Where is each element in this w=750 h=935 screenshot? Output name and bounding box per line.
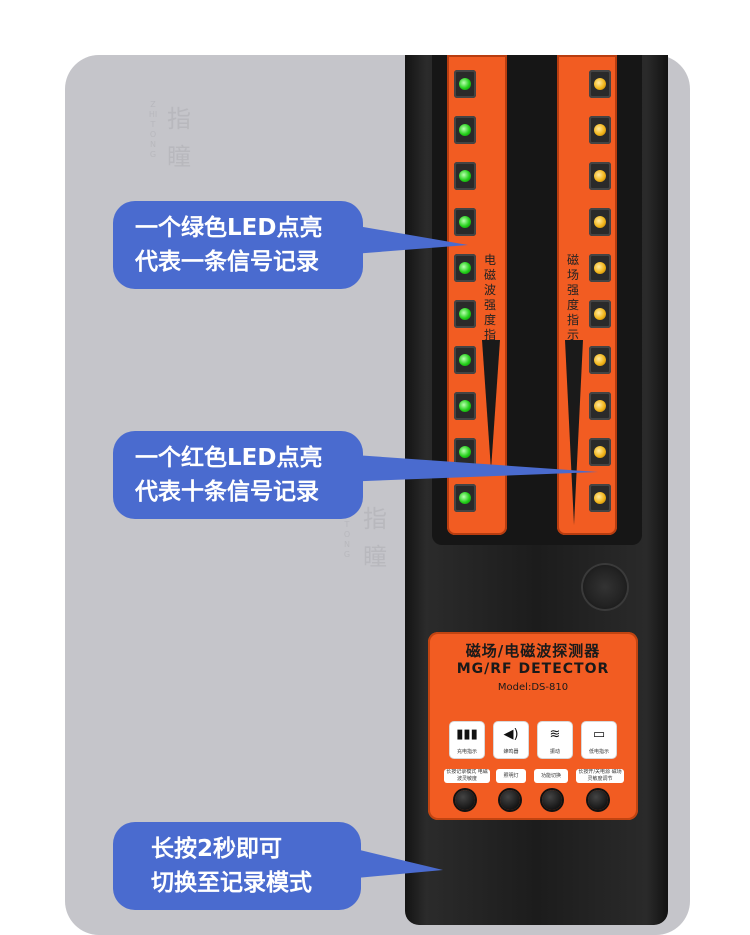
- yellow-led: [589, 392, 611, 420]
- green-led: [454, 484, 476, 512]
- yellow-led: [589, 346, 611, 374]
- light-tag: 照明灯: [496, 769, 526, 783]
- green-led-light: [459, 78, 471, 90]
- device-title-cn: 磁场/电磁波探测器: [465, 642, 601, 660]
- yellow-led: [589, 438, 611, 466]
- red-callout-line2: 代表十条信号记录: [135, 479, 319, 505]
- yellow-led-light: [594, 170, 606, 182]
- hold-callout: 长按2秒即可 切换至记录模式: [113, 822, 361, 910]
- vibrate-indicator: ≋ 振动: [538, 722, 572, 758]
- yellow-led-light: [594, 124, 606, 136]
- yellow-led: [589, 116, 611, 144]
- yellow-led-light: [594, 446, 606, 458]
- green-led: [454, 438, 476, 466]
- vibrate-icon: ≋: [549, 727, 561, 742]
- yellow-led-light: [594, 492, 606, 504]
- function-switch-tag: 功能切换: [534, 769, 568, 783]
- charge-indicator: ▮▮▮ 充电指示: [450, 722, 484, 758]
- record-mode-tag: 长按记录模式 电磁波灵敏度: [444, 769, 490, 783]
- buzzer-grille: [583, 565, 627, 609]
- yellow-led: [589, 484, 611, 512]
- yellow-led-light: [594, 216, 606, 228]
- green-callout-line1: 一个绿色LED点亮: [135, 215, 323, 241]
- light-button[interactable]: [500, 790, 520, 810]
- hold-callout-line1: 长按2秒即可: [151, 836, 283, 862]
- low-battery-indicator-label: 低电指示: [588, 749, 609, 755]
- yellow-led: [589, 162, 611, 190]
- green-led: [454, 346, 476, 374]
- green-callout-pointer: [340, 223, 468, 255]
- green-led-light: [459, 308, 471, 320]
- green-led-light: [459, 124, 471, 136]
- green-led-light: [459, 262, 471, 274]
- control-panel: 磁场/电磁波探测器 MG/RF DETECTOR Model:DS-810 ▮▮…: [428, 632, 638, 820]
- green-led: [454, 300, 476, 328]
- green-led-light: [459, 446, 471, 458]
- mg-strength-label: 磁场强度指示: [566, 253, 579, 342]
- hold-callout-line2: 切换至记录模式: [151, 870, 312, 896]
- yellow-led: [589, 208, 611, 236]
- yellow-led-light: [594, 262, 606, 274]
- green-led-light: [459, 492, 471, 504]
- low-battery-indicator: ▭ 低电指示: [582, 722, 616, 758]
- yellow-led-light: [594, 354, 606, 366]
- yellow-led: [589, 300, 611, 328]
- battery-low-icon: ▭: [592, 727, 606, 742]
- green-led-light: [459, 400, 471, 412]
- green-led: [454, 254, 476, 282]
- green-led-callout: 一个绿色LED点亮 代表一条信号记录: [113, 201, 363, 289]
- yellow-led: [589, 70, 611, 98]
- yellow-led-light: [594, 400, 606, 412]
- mg-strength-wedge: [565, 340, 583, 525]
- yellow-led: [589, 254, 611, 282]
- hold-callout-pointer: [335, 844, 443, 880]
- buzzer-indicator: ◀) 蜂鸣器: [494, 722, 528, 758]
- red-callout-pointer: [340, 454, 598, 482]
- watermark-middle: 指瞳: [360, 500, 390, 576]
- watermark-text: 指瞳: [363, 505, 387, 571]
- green-led: [454, 208, 476, 236]
- green-led: [454, 70, 476, 98]
- green-led: [454, 116, 476, 144]
- green-led-light: [459, 216, 471, 228]
- green-led-light: [459, 354, 471, 366]
- red-led-callout: 一个红色LED点亮 代表十条信号记录: [113, 431, 363, 519]
- watermark-text: 指瞳: [167, 105, 191, 171]
- red-callout-line1: 一个红色LED点亮: [135, 445, 323, 471]
- function-switch-button[interactable]: [542, 790, 562, 810]
- power-button[interactable]: [588, 790, 608, 810]
- green-led: [454, 162, 476, 190]
- rf-strength-wedge: [482, 340, 500, 470]
- green-led-light: [459, 170, 471, 182]
- power-tag: 长按开/关电源 磁场灵敏度调节: [576, 769, 624, 783]
- speaker-icon: ◀): [503, 727, 519, 742]
- device-model: Model:DS-810: [497, 682, 569, 693]
- yellow-led-light: [594, 308, 606, 320]
- device-title-en: MG/RF DETECTOR: [456, 661, 610, 677]
- yellow-led-light: [594, 78, 606, 90]
- watermark-en-top: ZHITONG: [148, 100, 158, 159]
- green-callout-line2: 代表一条信号记录: [135, 249, 319, 275]
- watermark-top: 指瞳: [164, 100, 194, 176]
- charge-indicator-label: 充电指示: [456, 749, 477, 755]
- record-mode-button[interactable]: [455, 790, 475, 810]
- buzzer-indicator-label: 蜂鸣器: [503, 749, 519, 755]
- vibrate-indicator-label: 振动: [549, 749, 560, 755]
- green-led: [454, 392, 476, 420]
- battery-icon: ▮▮▮: [456, 727, 478, 742]
